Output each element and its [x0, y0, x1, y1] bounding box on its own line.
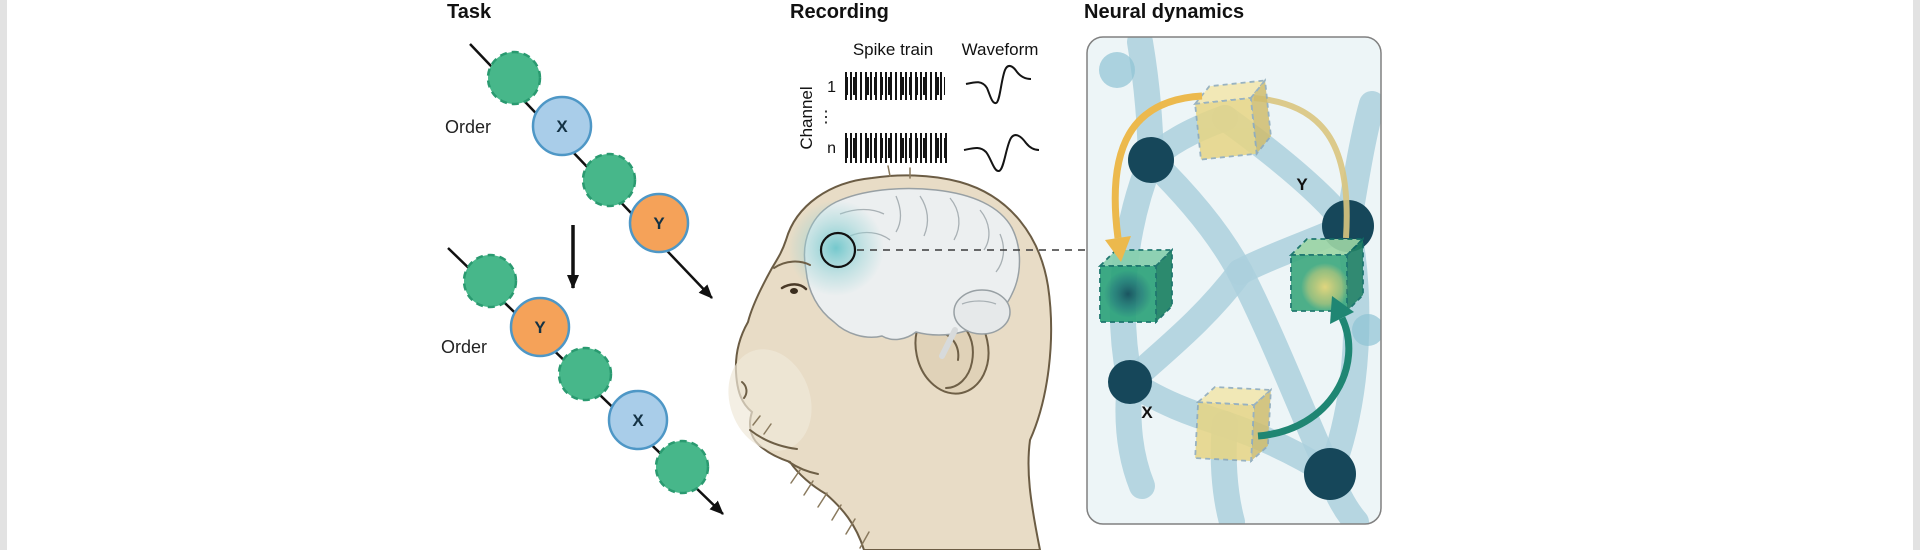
monkey-fur-strokes [752, 165, 911, 549]
recording-site-circle [819, 231, 857, 269]
sequence2-blank-item-2 [557, 346, 613, 402]
sequence1-item-x-label: X [556, 117, 568, 136]
transition-arrow-yellow [1105, 92, 1203, 262]
sequence2-item-y-label: Y [534, 318, 546, 337]
waveform-channel-1 [965, 64, 1032, 105]
brain-gyri-lines [839, 195, 1005, 305]
sequence1-item-x [531, 95, 593, 157]
monkey-brow-line [773, 260, 811, 269]
monkey-mouth [749, 429, 798, 450]
monkey-eye-lid [780, 283, 808, 291]
monkey-muzzle [728, 349, 812, 451]
neural-node-bottom-left [1108, 360, 1152, 404]
state-cube-right [1288, 236, 1366, 314]
yellow-arrowhead [1105, 236, 1131, 262]
channel-1-label: 1 [827, 79, 836, 96]
neural-node-bottom-right [1304, 448, 1356, 500]
sequence2-item-y [509, 296, 571, 358]
recording-title: Recording [790, 1, 889, 23]
recording-site-highlight [788, 200, 884, 296]
task-panel: Task Order X Y Order Y X [441, 1, 724, 515]
task-title: Task [447, 1, 492, 23]
page-edge-left [0, 0, 7, 550]
order-label-2: Order [441, 337, 487, 357]
order-label-1: Order [445, 117, 491, 137]
neural-dynamics-title: Neural dynamics [1084, 1, 1244, 23]
neural-panel-frame [1086, 36, 1382, 525]
monkey-head-illustration [728, 165, 1085, 550]
neural-node-top-left [1128, 137, 1174, 183]
sequence2-item-x [607, 389, 669, 451]
transition-curve-yellow [1253, 95, 1350, 239]
monkey-chin-crease [788, 461, 819, 475]
neural-x-label: X [1141, 403, 1153, 422]
sequence1-blank-item-1 [486, 50, 542, 106]
page-edge-right [1913, 0, 1920, 550]
recording-panel: Recording Spike train Waveform Channel 1… [728, 1, 1085, 550]
cerebellum [953, 289, 1011, 335]
neural-y-label: Y [1296, 175, 1308, 194]
monkey-nostril [741, 381, 748, 399]
spike-train-channel-n [845, 133, 947, 163]
channel-ellipsis: ⋮ [818, 109, 834, 126]
sequence2-blank-item-1 [462, 253, 518, 309]
neural-nodes [1108, 137, 1374, 500]
neural-dynamics-panel: Neural dynamics [1084, 1, 1382, 525]
sequence1-item-y-label: Y [653, 214, 665, 233]
sequence1-blank-item-2 [581, 152, 637, 208]
cube-yellow-core [1301, 263, 1349, 311]
channel-axis-label: Channel [797, 86, 816, 149]
spike-train-channel-1 [845, 72, 945, 100]
neural-band-junction-2 [1352, 314, 1381, 346]
neural-band-junction-1 [1099, 52, 1135, 88]
cube-dark-core [1104, 270, 1152, 318]
neural-panel-content [1087, 37, 1381, 524]
state-cube-top [1193, 78, 1272, 161]
brainstem [939, 327, 958, 359]
waveform-label: Waveform [962, 40, 1039, 59]
waveform-channel-n [963, 134, 1040, 172]
spike-train-label: Spike train [853, 40, 933, 59]
transition-arrow-teal [1257, 296, 1354, 440]
sequence2-item-x-label: X [632, 411, 644, 430]
teal-arrowhead [1330, 296, 1354, 324]
state-cube-bottom [1194, 386, 1274, 464]
state-cube-left [1097, 247, 1175, 325]
sequence2-blank-item-3 [654, 439, 710, 495]
sequence1-item-y [628, 192, 690, 254]
channel-n-label: n [827, 140, 836, 157]
monkey-eye [790, 288, 798, 294]
